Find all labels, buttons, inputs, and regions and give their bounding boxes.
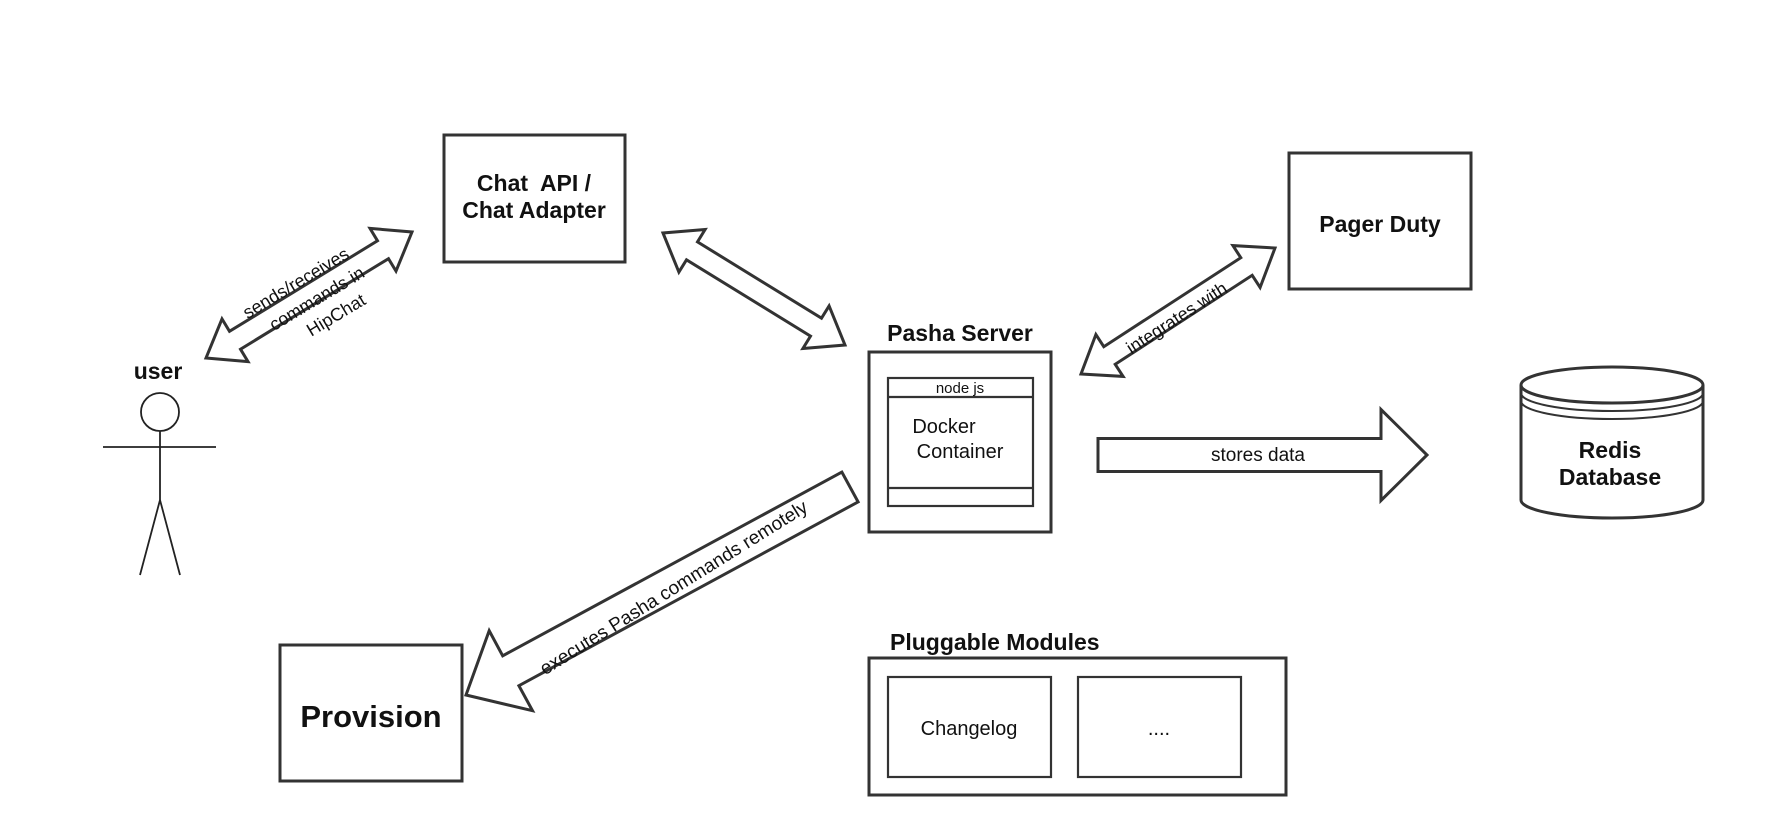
provision-label: Provision [300, 699, 441, 734]
server-provision-edge-label: executes Pasha commands remotely [536, 497, 812, 680]
provision-node: Provision [278, 643, 464, 783]
pasha-server-node: Pasha Server node js Docker Container [867, 320, 1053, 534]
pluggable-modules-node: Pluggable Modules Changelog .... [867, 629, 1288, 797]
redis-label-line1: Redis [1579, 437, 1642, 463]
pager-duty-node: Pager Duty [1287, 151, 1473, 291]
server-redis-edge-label: stores data [1211, 445, 1305, 466]
server-pager-double-arrow [1078, 243, 1278, 379]
chat-server-double-arrow [660, 227, 848, 351]
user-actor: user [103, 358, 216, 576]
server-redis-arrow [1096, 405, 1430, 505]
chat-adapter-node: Chat API / Chat Adapter [442, 133, 627, 264]
user-chat-double-arrow [203, 226, 415, 364]
module-placeholder: .... [1076, 675, 1243, 779]
pluggable-modules-title: Pluggable Modules [890, 629, 1100, 655]
pasha-server-title: Pasha Server [887, 320, 1033, 346]
docker-label-line1: Docker [912, 416, 976, 438]
chat-adapter-label-line2: Chat Adapter [462, 197, 606, 223]
module-changelog: Changelog [886, 675, 1053, 779]
pager-duty-label: Pager Duty [1319, 211, 1441, 237]
docker-container: node js Docker Container [886, 376, 1035, 508]
redis-label-line2: Database [1559, 464, 1661, 490]
module-changelog-label: Changelog [921, 718, 1018, 740]
redis-database-node: Redis Database [1519, 365, 1705, 520]
node-js-label: node js [936, 380, 984, 397]
user-label: user [134, 358, 183, 384]
chat-adapter-label-line1: Chat API / [477, 170, 592, 196]
server-provision-arrow [464, 470, 861, 713]
module-placeholder-label: .... [1148, 718, 1170, 740]
user-head [140, 392, 180, 432]
docker-label-line2: Container [917, 441, 1004, 463]
server-pager-edge-label: integrates with [1123, 278, 1231, 358]
